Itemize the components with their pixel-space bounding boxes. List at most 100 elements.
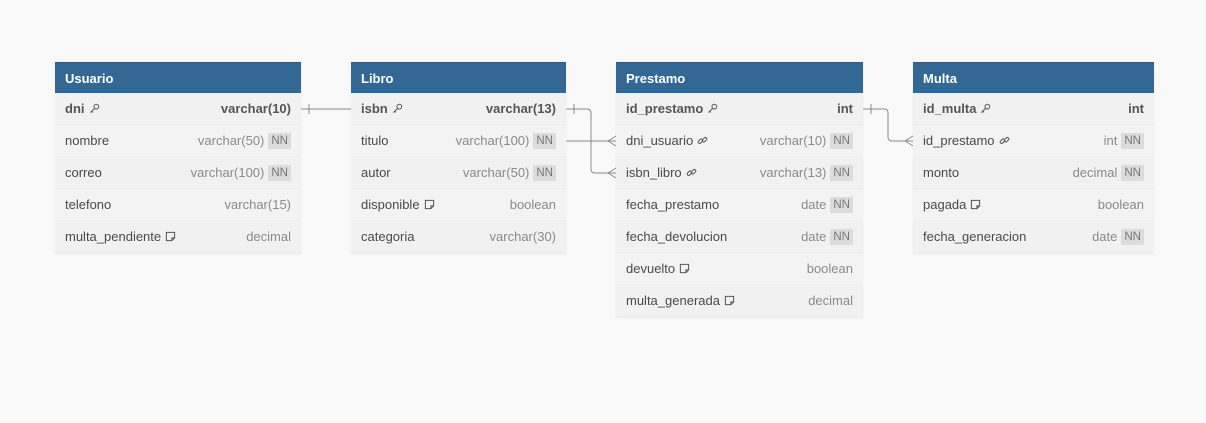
field-name: multa_generada	[626, 293, 720, 308]
field-name-cell: multa_pendiente	[65, 229, 176, 244]
field-type-cell: boolean	[1098, 197, 1144, 212]
field-row[interactable]: autor varchar(50)NN	[351, 157, 566, 189]
table-header-usuario[interactable]: Usuario	[55, 62, 301, 93]
field-name: isbn_libro	[626, 165, 682, 180]
field-type: date	[801, 197, 827, 212]
field-name-cell: id_prestamo	[626, 101, 718, 116]
link-icon	[686, 167, 697, 178]
field-name-cell: fecha_generacion	[923, 229, 1026, 244]
field-name: correo	[65, 165, 102, 180]
field-row[interactable]: multa_pendiente decimal	[55, 221, 301, 253]
field-type-cell: varchar(30)	[490, 229, 556, 244]
field-type: boolean	[509, 197, 556, 212]
key-icon	[392, 103, 403, 114]
relationship-line	[863, 108, 913, 142]
not-null-badge: NN	[830, 228, 853, 245]
table-header-prestamo[interactable]: Prestamo	[616, 62, 863, 93]
field-name-cell: isbn	[361, 101, 403, 116]
field-name-cell: autor	[361, 165, 391, 180]
field-row[interactable]: devuelto boolean	[616, 253, 863, 285]
field-type-cell: varchar(15)	[225, 197, 291, 212]
field-type-cell: int	[837, 101, 853, 116]
field-type: boolean	[1097, 197, 1144, 212]
field-row[interactable]: dni varchar(10)	[55, 93, 301, 125]
field-name-cell: pagada	[923, 197, 981, 212]
field-name-cell: id_prestamo	[923, 133, 1010, 148]
key-icon	[89, 103, 100, 114]
field-name: isbn	[361, 101, 388, 116]
field-row[interactable]: id_prestamo int	[616, 93, 863, 125]
field-name-cell: id_multa	[923, 101, 991, 116]
field-row[interactable]: id_multa int	[913, 93, 1154, 125]
field-type-cell: varchar(50)NN	[463, 164, 556, 181]
field-name: fecha_devolucion	[626, 229, 728, 244]
field-type: date	[1092, 229, 1118, 244]
field-name: id_multa	[923, 101, 977, 116]
field-name-cell: fecha_prestamo	[626, 197, 719, 212]
field-type-cell: varchar(10)	[221, 101, 291, 116]
field-type: varchar(30)	[489, 229, 556, 244]
field-name-cell: titulo	[361, 133, 388, 148]
field-name: dni	[65, 101, 85, 116]
field-name-cell: devuelto	[626, 261, 690, 276]
link-icon	[999, 135, 1010, 146]
field-name: telefono	[65, 197, 112, 212]
field-type-cell: varchar(10)NN	[760, 132, 853, 149]
field-name: pagada	[923, 197, 967, 212]
field-name-cell: disponible	[361, 197, 435, 212]
field-row[interactable]: dni_usuario varchar(10)NN	[616, 125, 863, 157]
table-header-libro[interactable]: Libro	[351, 62, 566, 93]
field-type: date	[801, 229, 827, 244]
field-row[interactable]: titulo varchar(100)NN	[351, 125, 566, 157]
field-row[interactable]: disponible boolean	[351, 189, 566, 221]
key-icon	[980, 103, 991, 114]
field-type-cell: boolean	[807, 261, 853, 276]
field-row[interactable]: pagada boolean	[913, 189, 1154, 221]
field-name-cell: monto	[923, 165, 959, 180]
field-name: titulo	[361, 133, 389, 148]
field-type-cell: int	[1128, 101, 1144, 116]
field-type: varchar(13)	[759, 165, 827, 180]
field-row[interactable]: categoria varchar(30)	[351, 221, 566, 253]
table-libro[interactable]: Libro isbn varchar(13) titulo varchar(100)NN…	[351, 62, 566, 253]
field-name-cell: dni_usuario	[626, 133, 708, 148]
not-null-badge: NN	[533, 132, 556, 149]
field-name: fecha_prestamo	[626, 197, 720, 212]
not-null-badge: NN	[1121, 228, 1144, 245]
field-row[interactable]: telefono varchar(15)	[55, 189, 301, 221]
field-type: varchar(13)	[485, 101, 556, 116]
field-name: id_prestamo	[923, 133, 995, 148]
field-name: nombre	[65, 133, 110, 148]
field-name-cell: multa_generada	[626, 293, 735, 308]
field-name-cell: correo	[65, 165, 102, 180]
field-name: multa_pendiente	[65, 229, 162, 244]
note-icon	[970, 199, 981, 210]
field-name-cell: nombre	[65, 133, 109, 148]
not-null-badge: NN	[1121, 132, 1144, 149]
field-type: varchar(100)	[190, 165, 265, 180]
field-type: decimal	[246, 229, 291, 244]
field-name-cell: categoria	[361, 229, 414, 244]
field-row[interactable]: isbn varchar(13)	[351, 93, 566, 125]
table-header-multa[interactable]: Multa	[913, 62, 1154, 93]
field-name: disponible	[361, 197, 420, 212]
field-name: dni_usuario	[626, 133, 694, 148]
field-type: varchar(100)	[455, 133, 530, 148]
note-icon	[424, 199, 435, 210]
